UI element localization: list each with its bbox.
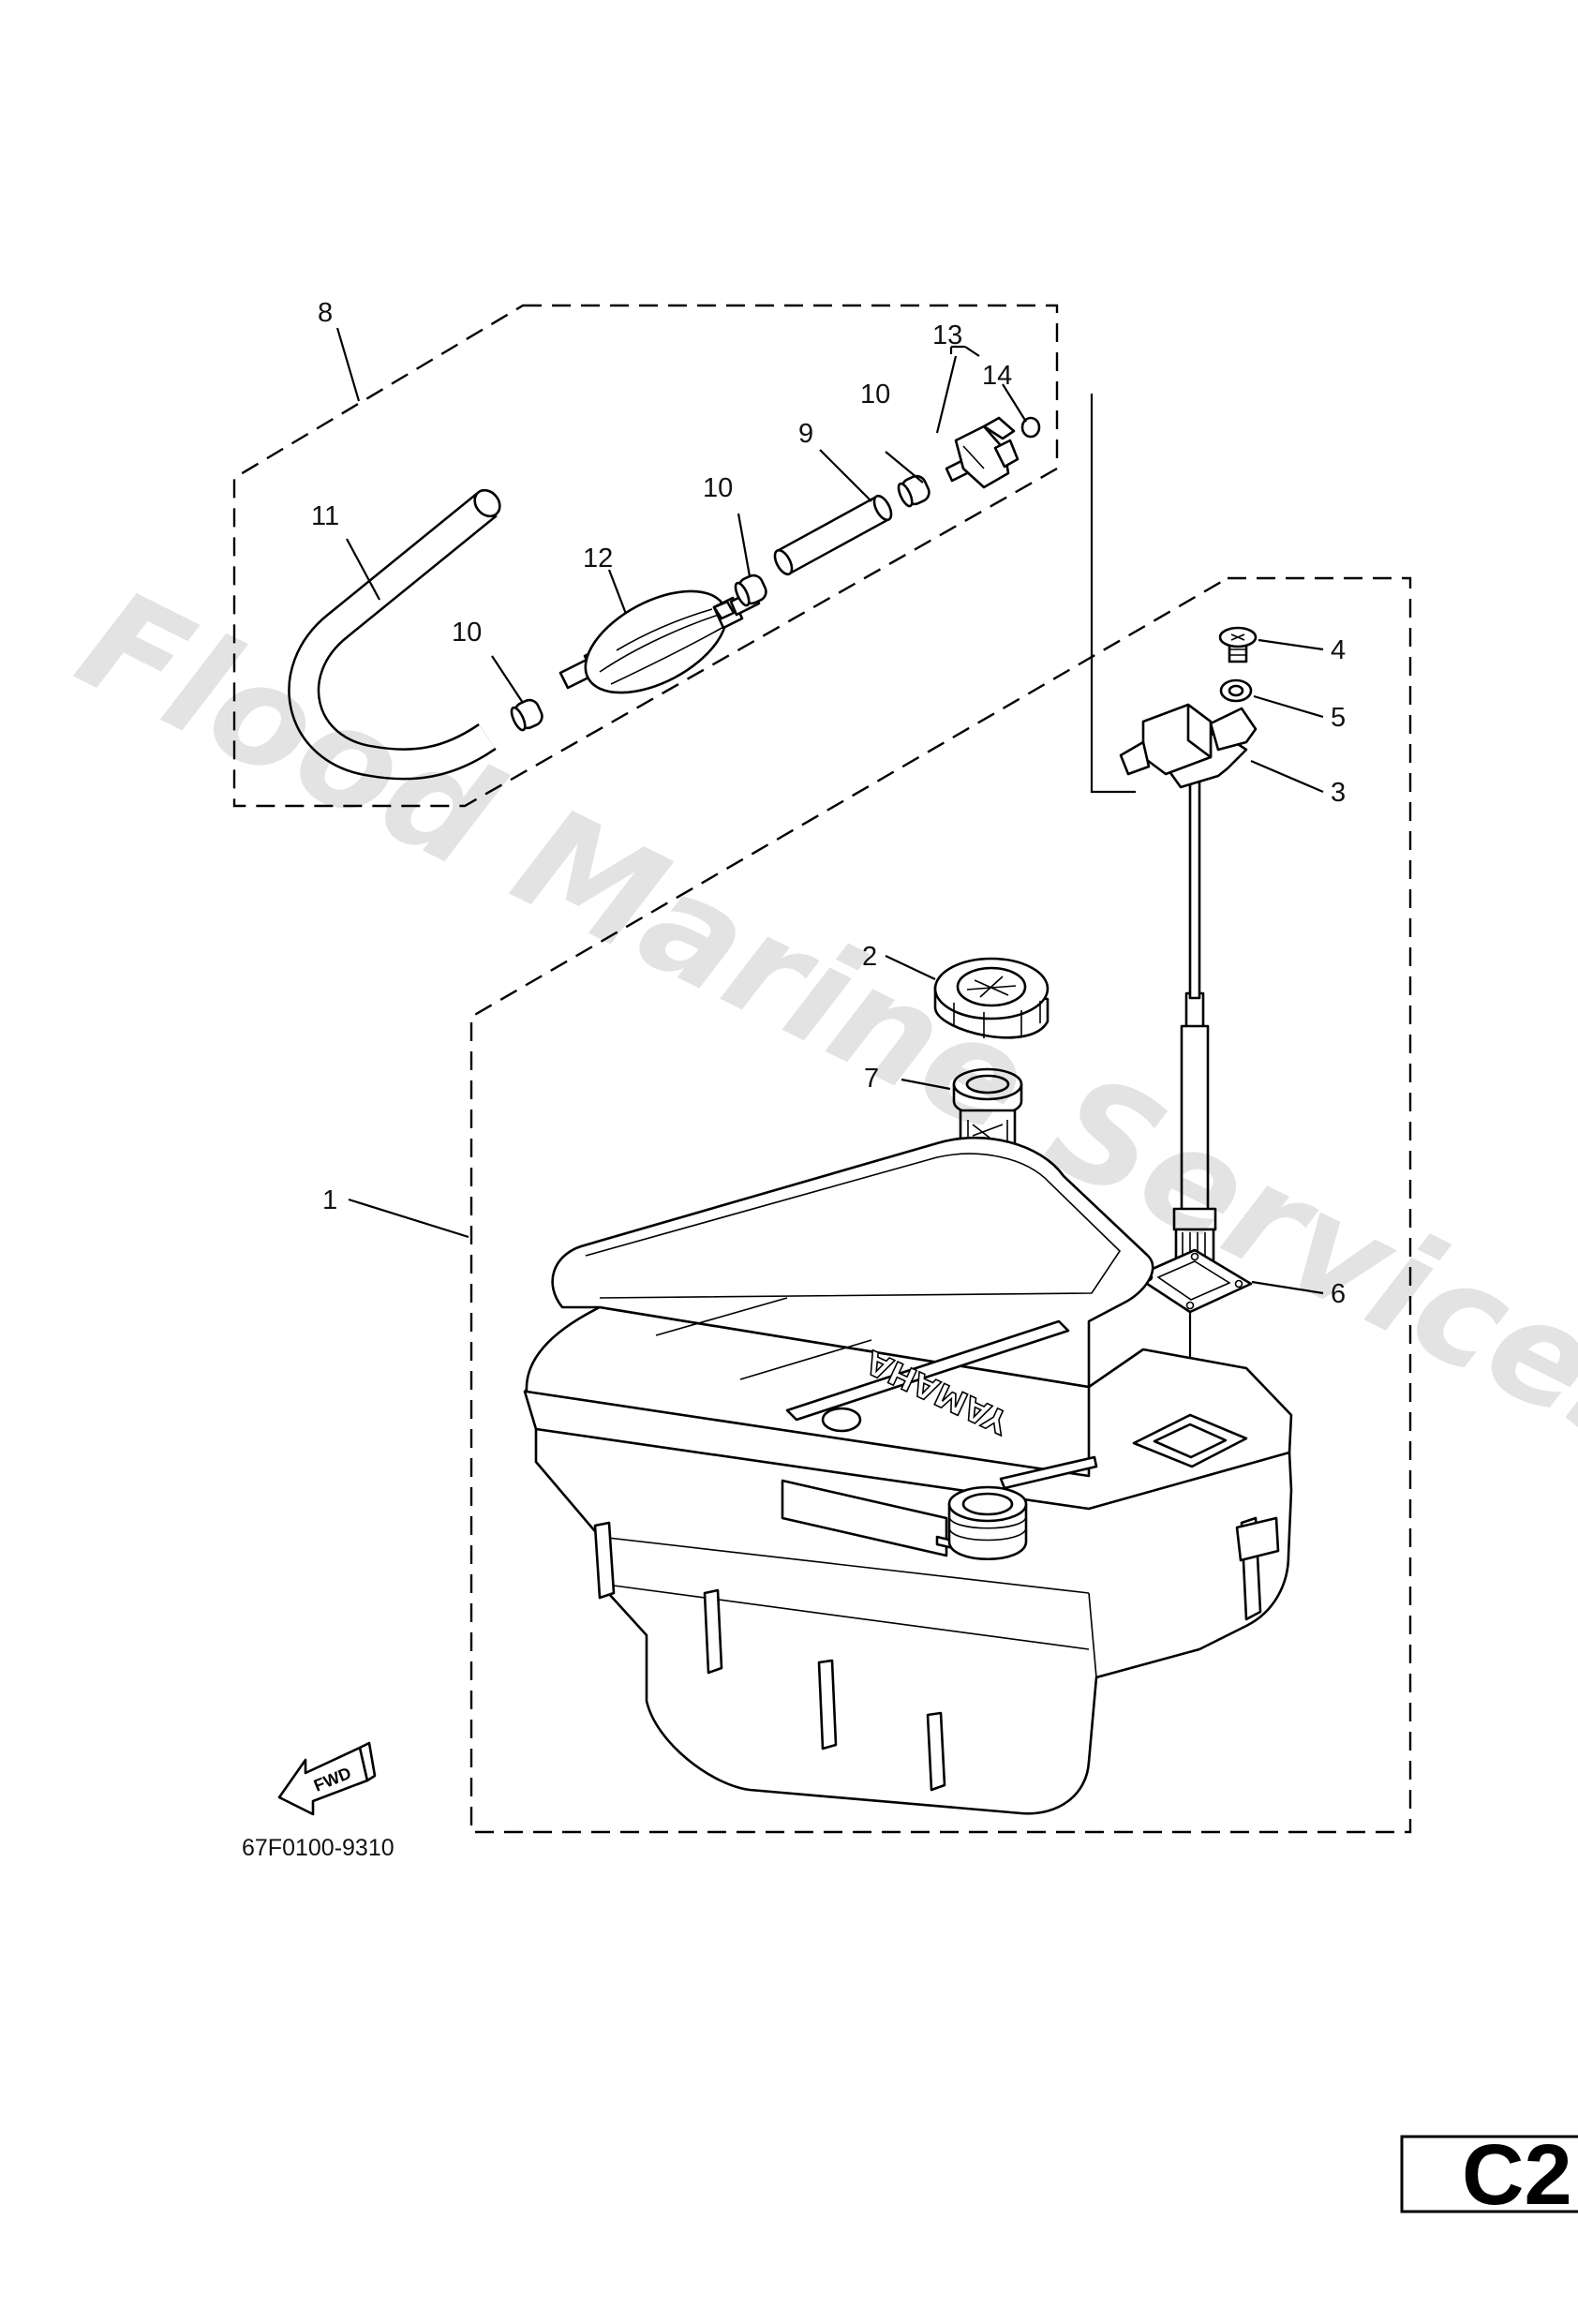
callout-2: 2 (862, 942, 877, 972)
callout-12: 12 (583, 544, 613, 574)
o-ring-drawing (1020, 416, 1041, 439)
washer-drawing (1219, 678, 1253, 703)
callout-3: 3 (1331, 778, 1346, 808)
callout-4: 4 (1331, 635, 1346, 665)
callout-1: 1 (322, 1185, 337, 1215)
part-code-label: 67F0100-9310 (242, 1835, 394, 1861)
fuel-hose-drawing (288, 488, 501, 781)
page-tag: C2 (1400, 2127, 1578, 2223)
callout-leader-lines (335, 327, 1324, 1295)
callout-8: 8 (318, 298, 333, 328)
callout-7: 7 (864, 1064, 879, 1094)
hose-assembly-group-box (232, 304, 1059, 808)
filler-cap-drawing (933, 957, 1050, 1039)
callout-5: 5 (1331, 703, 1346, 733)
connector-guide-line (1090, 394, 1136, 794)
forward-direction-icon: FWD (277, 1741, 377, 1816)
tank-assembly-group-box (469, 576, 1412, 1834)
hose-clip-drawings (510, 474, 930, 732)
callout-6: 6 (1331, 1279, 1346, 1309)
short-hose-drawing (773, 494, 893, 576)
callout-10-low: 10 (452, 618, 482, 648)
callout-10-top: 10 (860, 380, 890, 410)
callout-11: 11 (311, 501, 339, 531)
callout-14: 14 (982, 361, 1012, 391)
callout-13: 13 (932, 320, 962, 350)
primer-bulb-drawing (558, 588, 761, 694)
fuel-gauge-drawing (1119, 703, 1258, 1282)
screw-drawing (1218, 626, 1258, 663)
fuel-tank-drawing: YAMAHA (523, 1136, 1293, 1815)
callout-9: 9 (798, 419, 813, 449)
callout-10-mid: 10 (703, 473, 733, 503)
fuel-connector-drawing (945, 416, 1020, 489)
page-tag-label: C2 (1462, 2127, 1572, 2223)
callout-labels: 8 13 14 10 9 10 11 12 10 4 5 3 2 7 1 6 (311, 298, 1346, 1309)
